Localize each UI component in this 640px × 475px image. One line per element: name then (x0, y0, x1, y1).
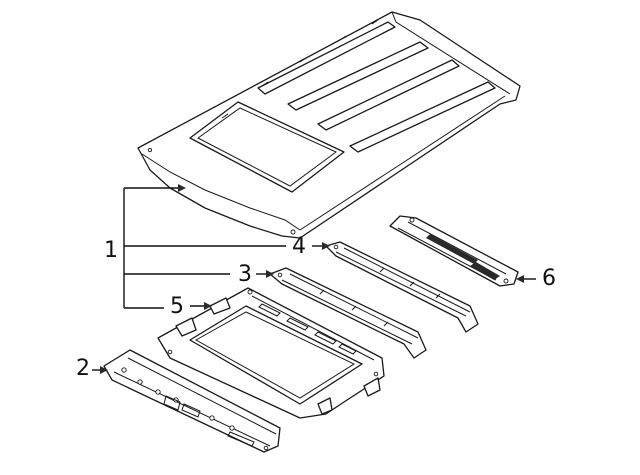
callout-2: 2 (76, 356, 90, 381)
arrowhead-4 (322, 242, 330, 250)
roof-panel (137, 11, 521, 239)
rear-header (389, 215, 519, 287)
callout-4: 4 (292, 234, 306, 259)
arrowhead-3 (266, 270, 274, 278)
leader-arrowheads (100, 184, 524, 374)
callout-3: 3 (238, 262, 252, 287)
sunroof-reinforcement (157, 287, 385, 419)
callout-6: 6 (542, 266, 556, 291)
arrowhead-2 (100, 366, 108, 374)
callout-5: 5 (170, 294, 184, 319)
arrowhead-1 (178, 184, 186, 192)
arrowhead-6 (516, 275, 524, 283)
front-bow (269, 267, 427, 359)
arrowhead-5 (204, 302, 212, 310)
rear-bow (325, 241, 479, 333)
callout-1: 1 (104, 238, 118, 263)
leader-lines (92, 187, 536, 371)
front-header (103, 349, 281, 453)
